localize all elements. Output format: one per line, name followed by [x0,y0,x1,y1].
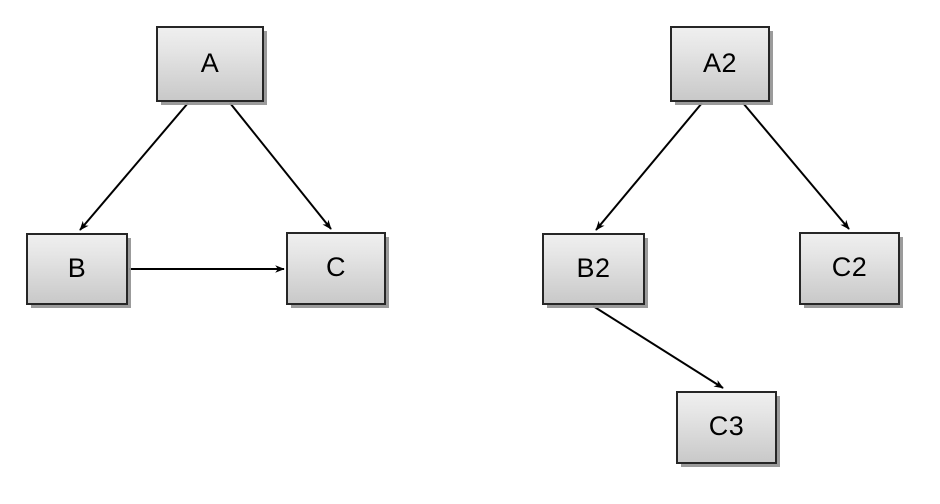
node-label-b2: B2 [576,252,611,283]
node-b[interactable]: B [26,233,128,305]
node-label-c3: C3 [708,411,745,441]
node-label-a2: A2 [702,47,738,78]
node-c[interactable]: C [286,232,386,305]
node-label-c2: C2 [831,252,868,282]
node-c2[interactable]: C2 [799,232,900,305]
node-b2[interactable]: B2 [542,233,645,305]
node-c3[interactable]: C3 [676,391,777,464]
node-a2[interactable]: A2 [670,26,770,102]
node-label-a: A [200,47,220,78]
node-a[interactable]: A [156,26,264,102]
node-label-b: B [67,252,87,283]
node-label-c: C [326,252,346,282]
